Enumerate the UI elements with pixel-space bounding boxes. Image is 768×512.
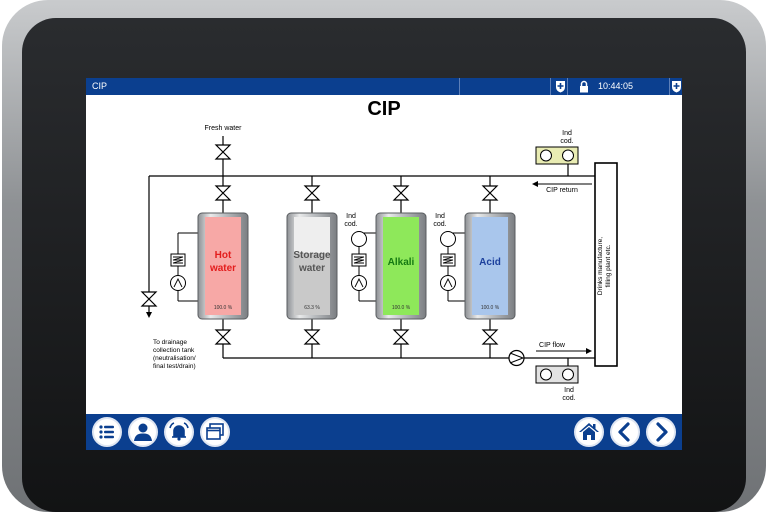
divider [459,78,460,95]
divider [550,78,551,95]
tank-group: Hot water 100.0 % Storage water 63.3 % Alkali 1… [197,212,516,320]
ind-cod-label: cod. [560,138,573,145]
back-icon[interactable] [610,417,640,447]
tank-level-fill [472,217,508,315]
app-name: CIP [92,81,108,91]
clock-time: 10:44:05 [598,81,634,91]
valve-icon[interactable] [214,185,232,201]
tank-level-readout: 63.3 % [304,305,320,311]
tank-level-readout: 100.0 % [481,305,500,311]
ind-cod-label: Ind [562,130,572,137]
cip-pump-icon[interactable] [508,349,525,367]
drain-valve-icon[interactable] [140,291,158,307]
valve-icon[interactable] [392,185,410,201]
gauge-icon[interactable] [351,275,367,291]
drainage-label: (neutralisation/ [153,355,196,362]
heat-exchanger-icon[interactable] [351,253,367,267]
instrument-column [440,231,468,302]
tank-level-readout: 100.0 % [392,305,411,311]
gauge-icon[interactable] [351,231,367,247]
consumer-label: filling plant etc. [605,244,612,287]
tank-label: Hot [215,250,232,261]
gauge-icon[interactable] [170,275,186,291]
menu-icon[interactable] [92,417,122,447]
valve-icon[interactable] [214,329,232,345]
lock-icon[interactable] [579,80,589,95]
tank-2[interactable]: Alkali 100.0 % [375,212,427,320]
flow-arrows [146,181,592,354]
ind-cod-label: cod. [344,221,357,228]
tank-label: Alkali [388,257,415,268]
drainage-label: collection tank [153,347,195,354]
valve-icon[interactable] [392,329,410,345]
tank-label: Acid [479,257,501,268]
ind-cod-label: cod. [433,221,446,228]
hmi-screen: CIP 10:44:05 CIP [86,78,682,450]
meter-dial [562,149,574,162]
footer-bar [86,414,682,450]
meter-dial [540,368,552,381]
divider [567,78,568,95]
title-bar: CIP 10:44:05 [86,78,682,95]
tank-label: Storage [293,250,331,261]
consumer-box [594,162,618,367]
valve-icon[interactable] [303,329,321,345]
divider [669,78,670,95]
tank-level-readout: 100.0 % [214,305,233,311]
cip-return-label: CIP return [546,187,578,194]
tank-0[interactable]: Hot water 100.0 % [197,212,249,320]
page-title: CIP [367,98,401,120]
shield-plus-icon[interactable] [671,80,682,95]
tank-1[interactable]: Storage water 63.3 % [286,212,338,320]
alarm-bell-icon[interactable] [164,417,194,447]
user-icon[interactable] [128,417,158,447]
gauge-icon[interactable] [440,231,456,247]
heat-exchanger-icon[interactable] [440,253,456,267]
valve-icon[interactable] [481,185,499,201]
valve-group [140,144,499,345]
gauge-icon[interactable] [440,275,456,291]
tank-level-fill [205,217,241,315]
forward-icon[interactable] [646,417,676,447]
tank-3[interactable]: Acid 100.0 % [464,212,516,320]
meter-dial [562,368,574,381]
ind-cod-label: Ind [435,213,445,220]
valve-icon[interactable] [481,329,499,345]
tank-level-fill [294,252,330,315]
instrument-column [170,232,198,302]
meter-dial [540,149,552,162]
ind-cod-label: Ind [346,213,356,220]
heat-exchanger-icon[interactable] [170,253,186,267]
ind-cod-label: cod. [562,395,575,402]
tank-level-fill [383,217,419,315]
cip-flow-label: CIP flow [539,342,566,349]
tank-label: water [209,263,236,274]
windows-icon[interactable] [200,417,230,447]
fresh-water-label: Fresh water [205,125,243,132]
shield-plus-icon[interactable] [555,80,566,95]
consumer-label: Drinks manufacture, [597,237,604,295]
valve-icon[interactable] [214,144,232,160]
drainage-label: final test/drain) [153,363,196,370]
cip-process-diagram: Hot water 100.0 % Storage water 63.3 % Alkali 1… [140,125,618,402]
home-icon[interactable] [574,417,604,447]
tank-label: water [298,263,325,274]
valve-icon[interactable] [303,185,321,201]
ind-cod-label: Ind [564,387,574,394]
instrument-column [351,231,379,302]
drainage-label: To drainage [153,339,187,346]
instrument-group [170,231,468,302]
